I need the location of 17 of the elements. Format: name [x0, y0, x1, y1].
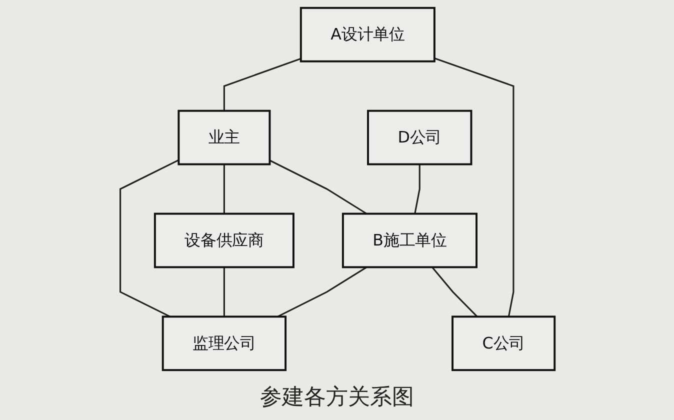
connector	[414, 164, 420, 214]
connector	[222, 267, 225, 317]
connector	[268, 160, 367, 214]
connector	[222, 58, 301, 111]
node-box: 业主	[177, 110, 270, 166]
node-box: 设备供应商	[153, 212, 294, 268]
node-box: C公司	[451, 316, 556, 372]
node-box: A设计单位	[299, 6, 435, 62]
node-box: 监理公司	[161, 316, 286, 372]
node-box: B施工单位	[342, 212, 478, 268]
connector	[119, 159, 179, 318]
node-box: D公司	[366, 110, 472, 166]
connector	[222, 164, 225, 214]
connector	[276, 266, 367, 318]
caption: 参建各方关系图	[260, 384, 414, 412]
connector	[434, 57, 514, 317]
connector	[431, 266, 478, 318]
